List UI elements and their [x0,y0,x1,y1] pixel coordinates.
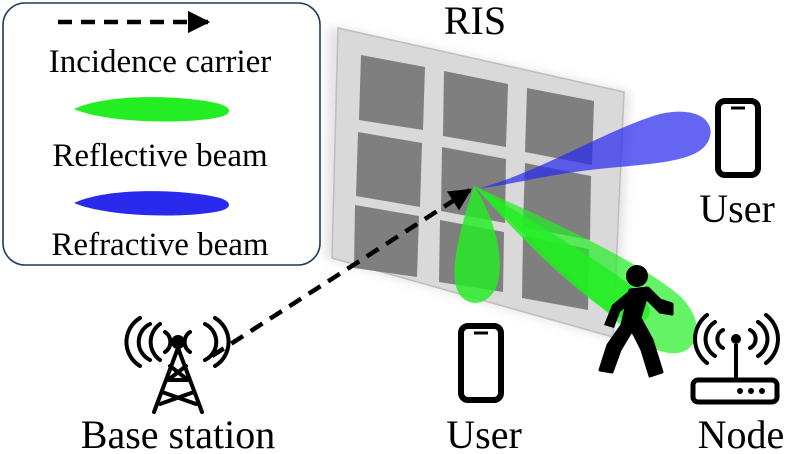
refractive-beam [480,111,711,188]
ris-cell [354,205,419,277]
legend: Incidence carrier Reflective beam Refrac… [2,2,321,266]
legend-box [2,2,321,266]
legend-label-reflective: Reflective beam [52,138,268,174]
user-bottom-label: User [446,412,522,454]
base-station-tower-icon [124,316,231,414]
smartphone-icon [458,323,504,403]
router-icon [690,313,780,405]
walking-person-icon [598,265,674,378]
ris-cell [525,88,594,165]
ris-cell [443,71,508,147]
reflective-beam-down [454,186,500,303]
incidence-carrier-arrow [210,188,472,358]
ris-label: RIS [444,0,506,43]
smartphone-icon [715,98,761,178]
base-station-label: Base station [81,412,275,454]
ris-cell [356,132,422,207]
legend-green-beam-icon [74,97,229,122]
legend-label-incidence: Incidence carrier [49,44,272,80]
user-right-label: User [699,186,775,231]
legend-label-refractive: Refractive beam [51,227,268,263]
wifi-waves-icon [693,313,780,365]
ris-cell [359,55,425,130]
legend-blue-beam-icon [74,191,229,216]
node-label: Node [698,412,785,454]
